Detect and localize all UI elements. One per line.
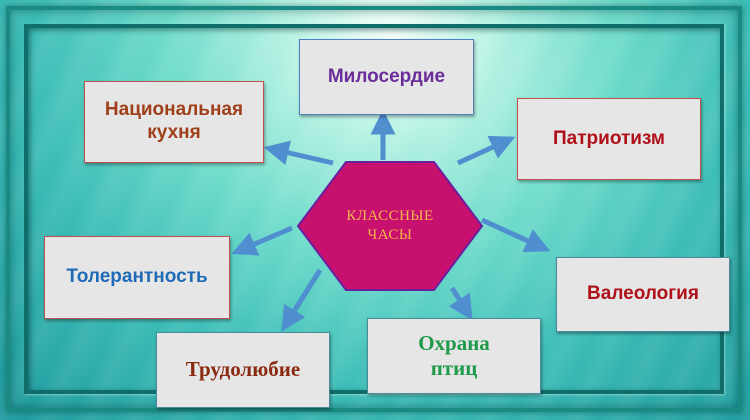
node-trudolyubie: Трудолюбие — [156, 332, 330, 408]
node-patriotizm: Патриотизм — [517, 98, 701, 180]
node-tolerantnost: Толерантность — [44, 236, 230, 319]
node-label-line2: птиц — [430, 356, 478, 380]
node-label: Трудолюбие — [185, 357, 301, 382]
arrow-to-patriotizm — [456, 135, 516, 166]
node-label: Толерантность — [66, 266, 208, 288]
arrow-to-tolerantnost — [231, 225, 293, 256]
center-label: КЛАССНЫЕ ЧАСЫ — [296, 160, 484, 292]
node-valeologiya: Валеология — [556, 257, 730, 332]
node-label-line1: Национальная — [104, 99, 244, 121]
arrow-to-valeologiya — [480, 217, 551, 253]
node-label: Патриотизм — [553, 127, 665, 149]
node-label-line2: кухня — [147, 122, 201, 143]
node-natsionalnaya-kukhnya: Национальная кухня — [84, 81, 264, 163]
outer-frame — [6, 6, 742, 412]
arrow-to-trudolyubie — [281, 268, 323, 332]
node-miloserdie: Милосердие — [299, 39, 474, 115]
arrow-to-natsionalnaya-kukhnya — [263, 140, 334, 166]
center-label-line1: КЛАССНЫЕ — [346, 207, 434, 224]
center-label-line2: ЧАСЫ — [367, 227, 413, 243]
center-hexagon — [296, 161, 484, 291]
node-okhrana-ptits: Охрана птиц — [367, 318, 541, 394]
arrow-to-okhrana-ptits — [448, 286, 473, 321]
node-label: Милосердие — [327, 65, 446, 87]
node-label-line1: Охрана — [418, 330, 490, 355]
node-label: Валеология — [587, 283, 699, 305]
